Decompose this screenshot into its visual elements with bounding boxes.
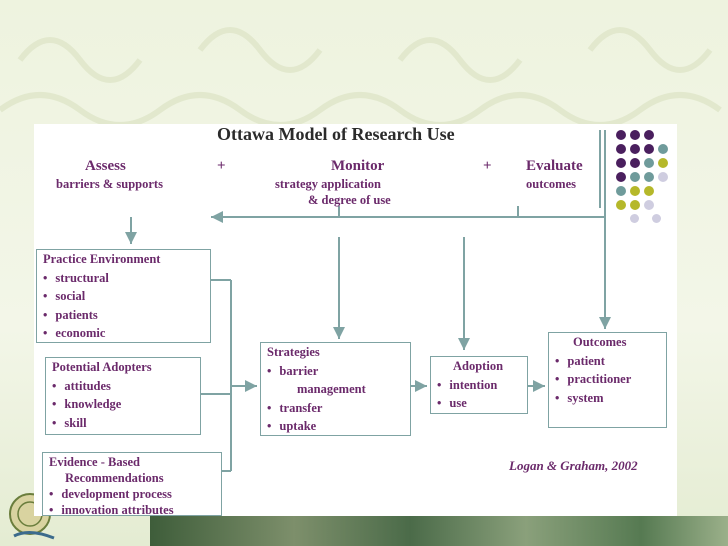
list-item: intention	[437, 376, 521, 395]
phase-monitor-sub1: strategy application	[275, 177, 381, 191]
decorative-dot-grid-icon	[614, 128, 674, 223]
box-heading: Evidence - Based	[49, 455, 140, 469]
list-item: use	[437, 394, 521, 413]
connector-arrows	[125, 130, 611, 472]
box-heading: Outcomes	[573, 335, 627, 349]
list-item: transfer	[267, 399, 404, 418]
plus-sign: +	[483, 158, 492, 174]
list-item: patients	[43, 306, 204, 325]
adoption-box: Adoption intention use	[430, 356, 528, 414]
phase-evaluate: Evaluate	[526, 158, 583, 174]
plus-sign: +	[217, 158, 226, 174]
practice-environment-box: Practice Environment structural social p…	[36, 249, 211, 343]
diagram-slide: Ottawa Model of Research Use Assess barr…	[34, 124, 677, 518]
list-item: economic	[43, 324, 204, 343]
list-item-cont: management	[297, 382, 366, 396]
outcomes-box: Outcomes patient practitioner system	[548, 332, 667, 428]
phase-evaluate-sub: outcomes	[526, 177, 576, 191]
list-item: structural	[43, 269, 204, 288]
box-heading: Practice Environment	[43, 252, 161, 266]
citation: Logan & Graham, 2002	[509, 458, 638, 473]
list-item: innovation attributes	[49, 502, 215, 518]
potential-adopters-box: Potential Adopters attitudes knowledge s…	[45, 357, 201, 435]
phase-monitor-sub2: & degree of use	[308, 193, 391, 207]
list-item: barrier	[267, 362, 404, 381]
list-item: skill	[52, 414, 194, 433]
phase-assess: Assess	[85, 158, 126, 174]
box-heading: Strategies	[267, 345, 320, 359]
diagram-title: Ottawa Model of Research Use	[217, 124, 455, 144]
box-heading: Adoption	[453, 359, 504, 373]
box-heading-cont: Recommendations	[65, 471, 164, 485]
list-item: knowledge	[52, 395, 194, 414]
evidence-recommendations-box: Evidence - Based Recommendations develop…	[42, 452, 222, 518]
list-item: uptake	[267, 417, 404, 436]
strategies-box: Strategies barrier management transfer u…	[260, 342, 411, 436]
list-item: system	[555, 389, 660, 408]
box-heading: Potential Adopters	[52, 360, 152, 374]
phase-monitor: Monitor	[331, 158, 385, 174]
list-item: social	[43, 287, 204, 306]
list-item: development process	[49, 486, 215, 502]
list-item: practitioner	[555, 370, 660, 389]
phase-assess-sub: barriers & supports	[56, 177, 163, 191]
list-item: patient	[555, 352, 660, 371]
list-item: attitudes	[52, 377, 194, 396]
footer-photo	[150, 516, 728, 546]
